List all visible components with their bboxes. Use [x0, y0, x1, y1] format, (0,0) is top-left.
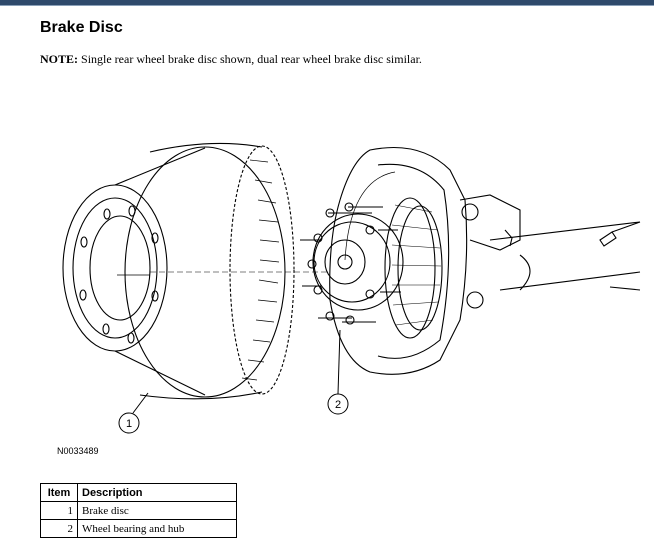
note: NOTE: Single rear wheel brake disc shown…: [40, 52, 422, 67]
item-description: Brake disc: [77, 501, 237, 520]
item-header: Item: [40, 483, 78, 502]
callout-1-label: 1: [126, 418, 132, 430]
table-row: 1 Brake disc: [40, 501, 237, 520]
top-border-line: [0, 5, 654, 6]
table-row: 2 Wheel bearing and hub: [40, 519, 237, 538]
item-number: 1: [40, 501, 78, 520]
figure-id: N0033489: [57, 446, 99, 456]
note-text: Single rear wheel brake disc shown, dual…: [78, 52, 422, 66]
item-number: 2: [40, 519, 78, 538]
note-label: NOTE:: [40, 52, 79, 66]
item-table-header: Item Description: [40, 483, 237, 502]
top-border: [0, 0, 654, 5]
description-header: Description: [77, 483, 237, 502]
section-title: Brake Disc: [40, 19, 123, 36]
brake-disc-drawing: [62, 142, 295, 400]
item-table: Item Description 1 Brake disc 2 Wheel be…: [40, 483, 237, 538]
brake-disc-illustration: 1 2: [62, 142, 641, 434]
callout-1: 1: [118, 392, 149, 434]
item-description: Wheel bearing and hub: [77, 519, 237, 538]
hub-assembly-drawing: [300, 147, 641, 375]
callout-2: 2: [327, 329, 349, 415]
callout-2-label: 2: [335, 399, 341, 411]
